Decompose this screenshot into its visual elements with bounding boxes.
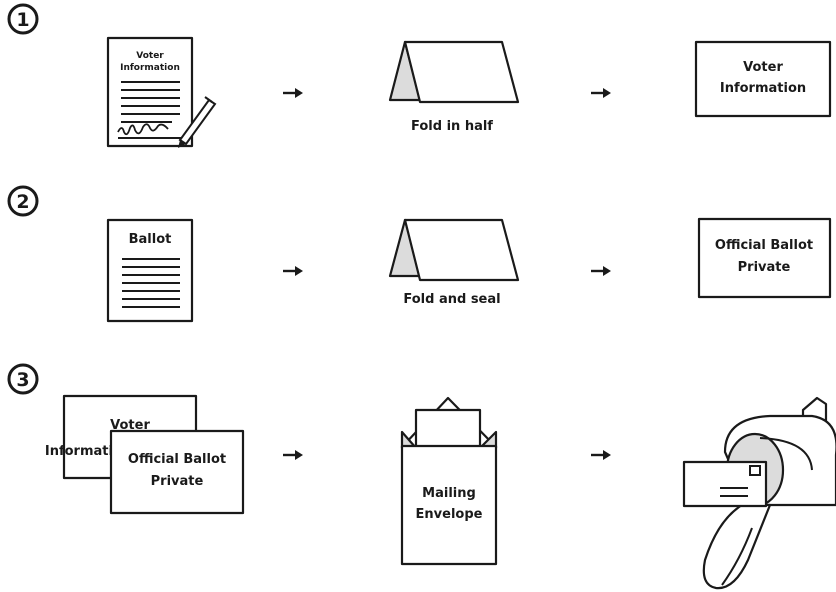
svg-text:3: 3 bbox=[16, 369, 29, 391]
arrow-icon bbox=[591, 450, 611, 460]
voter-information-document-icon: Voter Information bbox=[106, 36, 194, 148]
arrow-icon bbox=[591, 266, 611, 276]
svg-text:Information: Information bbox=[45, 444, 131, 459]
envelope-icon bbox=[682, 460, 768, 508]
svg-text:Official Ballot: Official Ballot bbox=[715, 238, 813, 253]
ballot-title: Ballot bbox=[129, 232, 172, 247]
svg-text:Private: Private bbox=[151, 474, 204, 489]
svg-text:Voter: Voter bbox=[110, 418, 150, 433]
fold-caption: Fold in half bbox=[411, 119, 493, 134]
svg-text:2: 2 bbox=[16, 191, 29, 213]
svg-text:Mailing: Mailing bbox=[422, 486, 476, 501]
step-number-1-icon: 1 bbox=[7, 3, 39, 35]
document-title-line-1: Voter bbox=[136, 51, 164, 61]
folded-official-ballot-card: Official Ballot Private bbox=[697, 217, 832, 299]
folded-paper-icon bbox=[388, 218, 520, 282]
arrow-icon bbox=[283, 450, 303, 460]
step-number-2-icon: 2 bbox=[7, 185, 39, 217]
svg-text:Private: Private bbox=[738, 260, 791, 275]
ballot-document-icon: Ballot bbox=[106, 218, 194, 323]
fold-caption: Fold and seal bbox=[403, 292, 500, 307]
svg-text:Voter: Voter bbox=[743, 60, 783, 75]
official-ballot-card: Official Ballot Private bbox=[109, 429, 245, 515]
arrow-icon bbox=[283, 266, 303, 276]
signature-icon bbox=[117, 123, 169, 136]
svg-text:Information: Information bbox=[720, 81, 806, 96]
svg-text:Official Ballot: Official Ballot bbox=[128, 452, 226, 467]
folded-paper-icon bbox=[388, 40, 520, 104]
arrow-icon bbox=[283, 88, 303, 98]
step-1: 1 Voter Information bbox=[7, 3, 832, 148]
step-2: 2 Ballot Fold and seal O bbox=[7, 185, 832, 323]
document-title-line-2: Information bbox=[120, 63, 180, 73]
svg-text:1: 1 bbox=[16, 9, 29, 31]
pen-icon bbox=[178, 96, 217, 148]
arrow-icon bbox=[591, 88, 611, 98]
folded-voter-information-card: Voter Information bbox=[694, 40, 832, 118]
step-number-3-icon: 3 bbox=[7, 363, 39, 395]
mailing-envelope-icon: Mailing Envelope bbox=[400, 396, 498, 566]
step-3: 3 Voter Information Official Ballot Priv… bbox=[7, 363, 836, 590]
svg-text:Envelope: Envelope bbox=[416, 507, 483, 522]
